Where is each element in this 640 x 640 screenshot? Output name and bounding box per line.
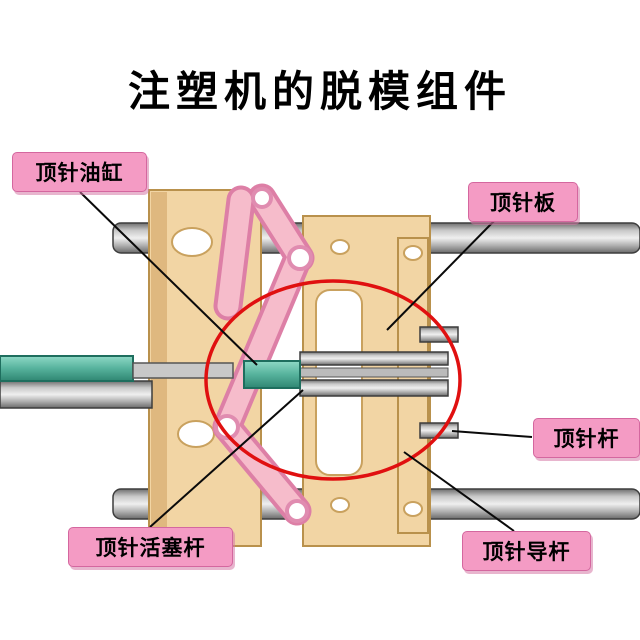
label-ejector-cylinder: 顶针油缸 xyxy=(12,152,147,192)
ejector-rod-bundle xyxy=(299,367,449,378)
ejector-piston xyxy=(243,360,301,389)
cylinder-tube xyxy=(0,355,134,382)
highlight-ellipse xyxy=(204,279,462,481)
ejector-rod-bundle xyxy=(299,379,449,397)
housing-hole xyxy=(330,239,350,255)
strip-hole xyxy=(403,245,423,261)
toggle-arm xyxy=(217,189,252,317)
leader-line xyxy=(149,389,304,528)
joint-pin xyxy=(287,245,313,271)
page-title: 注塑机的脱模组件 xyxy=(127,70,512,116)
toggle-arm xyxy=(216,416,308,522)
guide-rod xyxy=(419,326,459,343)
joint-pin xyxy=(214,414,240,440)
platen-hole xyxy=(177,420,215,448)
housing-hole xyxy=(330,497,350,513)
leader-lines xyxy=(79,191,533,532)
label-ejector-rod: 顶针杆 xyxy=(533,418,640,458)
leader-line xyxy=(451,430,533,438)
label-ejector-plate: 顶针板 xyxy=(468,182,578,222)
leader-line xyxy=(403,451,515,532)
cylinder-barrel xyxy=(0,380,153,409)
leader-line xyxy=(386,219,496,331)
platen-hole xyxy=(171,227,213,257)
ejector-rod-assembly xyxy=(243,351,449,397)
joint-pin xyxy=(251,187,273,209)
cylinder-rod xyxy=(132,362,234,379)
strip-hole xyxy=(403,501,423,517)
ejector-rod-bundle xyxy=(299,351,449,366)
joint-pin xyxy=(285,499,309,523)
leader-line xyxy=(79,191,258,366)
label-ejector-guide-rod: 顶针导杆 xyxy=(462,531,591,571)
label-ejector-piston-rod: 顶针活塞杆 xyxy=(68,527,233,567)
ejector-cylinder-assembly xyxy=(0,355,234,409)
